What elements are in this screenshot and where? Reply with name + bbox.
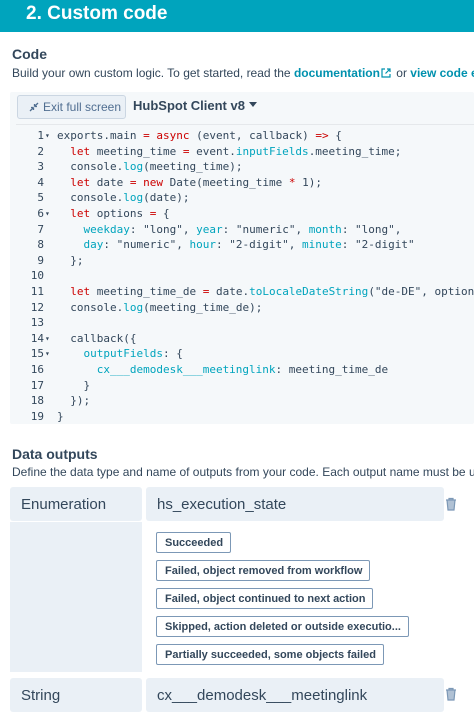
documentation-link[interactable]: documentation	[293, 66, 380, 80]
client-version-label: HubSpot Client v8	[133, 98, 245, 113]
code-text: }	[57, 409, 64, 423]
output-type-select-1[interactable]: Enumeration	[10, 487, 142, 521]
data-outputs-title: Data outputs	[12, 446, 98, 462]
output-type-select-2[interactable]: String	[10, 678, 142, 712]
fold-toggle-icon[interactable]: ▾	[45, 349, 50, 359]
line-number: 15	[30, 347, 44, 361]
line-number: 18	[30, 394, 44, 408]
section-header: 2. Custom code	[0, 0, 474, 32]
section-title: 2. Custom code	[26, 3, 168, 24]
enum-option-tag: Skipped, action deleted or outside execu…	[156, 616, 409, 637]
code-section-title: Code	[12, 46, 47, 62]
delete-output-2-trash-icon[interactable]	[445, 687, 457, 701]
code-text: exports.main = async (event, callback) =…	[57, 129, 342, 142]
exit-full-screen-label: Exit full screen	[43, 100, 122, 114]
external-link-icon	[381, 68, 391, 78]
code-text: });	[57, 394, 91, 408]
line-number: 16	[30, 363, 44, 376]
code-text: };	[57, 253, 84, 267]
code-editor: Exit full screen HubSpot Client v8 1▾exp…	[10, 92, 474, 424]
line-number: 4	[37, 175, 44, 189]
code-text: weekday: "long", year: "numeric", month:…	[57, 222, 402, 236]
delete-output-1-trash-icon[interactable]	[445, 497, 457, 511]
code-text: outputFields: {	[57, 347, 183, 361]
fold-toggle-icon[interactable]: ▾	[45, 209, 50, 218]
line-number: 1	[37, 129, 44, 142]
line-number: 19	[30, 409, 44, 423]
code-text: cx___demodesk___meetinglink: meeting_tim…	[57, 363, 389, 376]
line-number: 3	[37, 160, 44, 174]
line-number: 2	[37, 144, 44, 158]
line-number: 5	[37, 191, 44, 205]
data-outputs-description: Define the data type and name of outputs…	[12, 465, 474, 479]
line-number: 13	[30, 316, 44, 330]
code-text-area[interactable]: 1▾exports.main = async (event, callback)…	[16, 124, 474, 424]
code-section-description: Build your own custom logic. To get star…	[12, 66, 474, 80]
view-code-examples-link[interactable]: view code exa	[410, 66, 474, 80]
line-number: 12	[30, 300, 44, 314]
fold-toggle-icon[interactable]: ▾	[45, 333, 50, 343]
line-number: 11	[30, 285, 44, 298]
caret-down-icon	[248, 102, 257, 107]
exit-full-screen-button[interactable]: Exit full screen	[17, 95, 126, 119]
line-number: 8	[37, 238, 44, 252]
line-number: 6	[37, 207, 44, 220]
enum-option-tag: Failed, object continued to next action	[156, 588, 374, 609]
collapse-icon	[29, 102, 39, 112]
description-text: Build your own custom logic. To get star…	[12, 66, 294, 80]
fold-toggle-icon[interactable]: ▾	[45, 131, 50, 140]
output-name-input-2[interactable]: cx___demodesk___meetinglink	[146, 678, 444, 712]
code-text: console.log(date);	[57, 191, 190, 205]
code-text: let options = {	[70, 207, 170, 220]
output-name-input-1[interactable]: hs_execution_state	[146, 487, 444, 521]
enum-option-tag: Succeeded	[156, 532, 232, 553]
enum-option-tag: Failed, object removed from workflow	[156, 560, 371, 581]
code-text: let meeting_time_de = date.toLocaleDateS…	[70, 285, 474, 298]
enumeration-options-spacer	[10, 522, 142, 672]
line-number: 17	[30, 378, 44, 392]
code-text: day: "numeric", hour: "2-digit", minute:…	[57, 238, 415, 252]
line-number: 10	[30, 269, 44, 283]
code-text: let meeting_time = event.inputFields.mee…	[70, 144, 402, 158]
code-text: console.log(meeting_time);	[57, 160, 243, 174]
line-number: 7	[37, 222, 44, 236]
code-text: }	[57, 378, 91, 392]
or-text: or	[392, 66, 411, 80]
code-text: console.log(meeting_time_de);	[57, 300, 263, 314]
client-version-dropdown[interactable]: HubSpot Client v8	[133, 98, 257, 113]
code-text: let date = new Date(meeting_time * 1);	[70, 175, 322, 189]
enum-option-tag: Partially succeeded, some objects failed	[156, 644, 384, 665]
line-number: 9	[37, 253, 44, 267]
code-text: callback({	[57, 331, 137, 345]
line-number: 14	[30, 331, 44, 345]
